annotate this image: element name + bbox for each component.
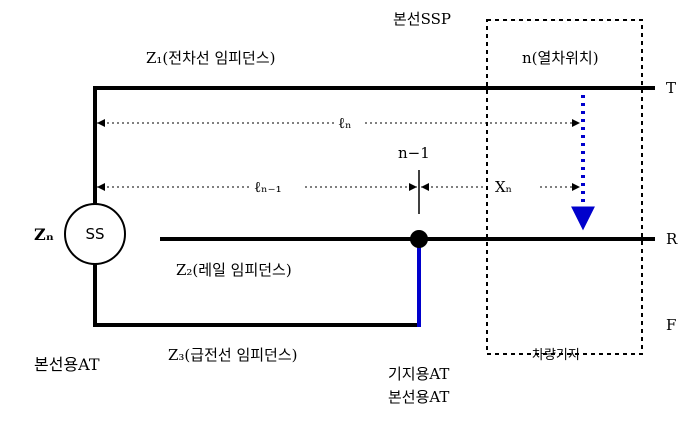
label-main-at: 본선용AT <box>34 355 100 374</box>
label-z3: Z₃(급전선 임피던스) <box>168 346 298 364</box>
label-line-t: T <box>666 79 676 97</box>
label-xn: Xₙ <box>495 178 512 196</box>
label-z2: Z₂(레일 임피던스) <box>176 261 292 279</box>
label-ss: SS <box>85 225 104 243</box>
label-top-ssp: 본선SSP <box>393 10 451 28</box>
label-n-minus-1: n−1 <box>398 144 430 162</box>
label-train-position: n(열차위치) <box>522 49 599 67</box>
label-z1: Z₁(전차선 임피던스) <box>146 49 276 67</box>
label-line-f: F <box>666 316 676 334</box>
label-depot-at: 기지용AT <box>388 365 449 383</box>
label-ln-minus-1: ℓₙ₋₁ <box>254 178 282 196</box>
junction-node <box>410 230 428 248</box>
depot-dashed-box <box>486 19 643 355</box>
label-line-r: R <box>666 230 678 248</box>
label-depot: 차량기지 <box>532 348 580 363</box>
label-zn: Zₙ <box>34 225 54 244</box>
label-main-at-2: 본선용AT <box>388 388 449 406</box>
label-ln: ℓₙ <box>338 114 352 132</box>
